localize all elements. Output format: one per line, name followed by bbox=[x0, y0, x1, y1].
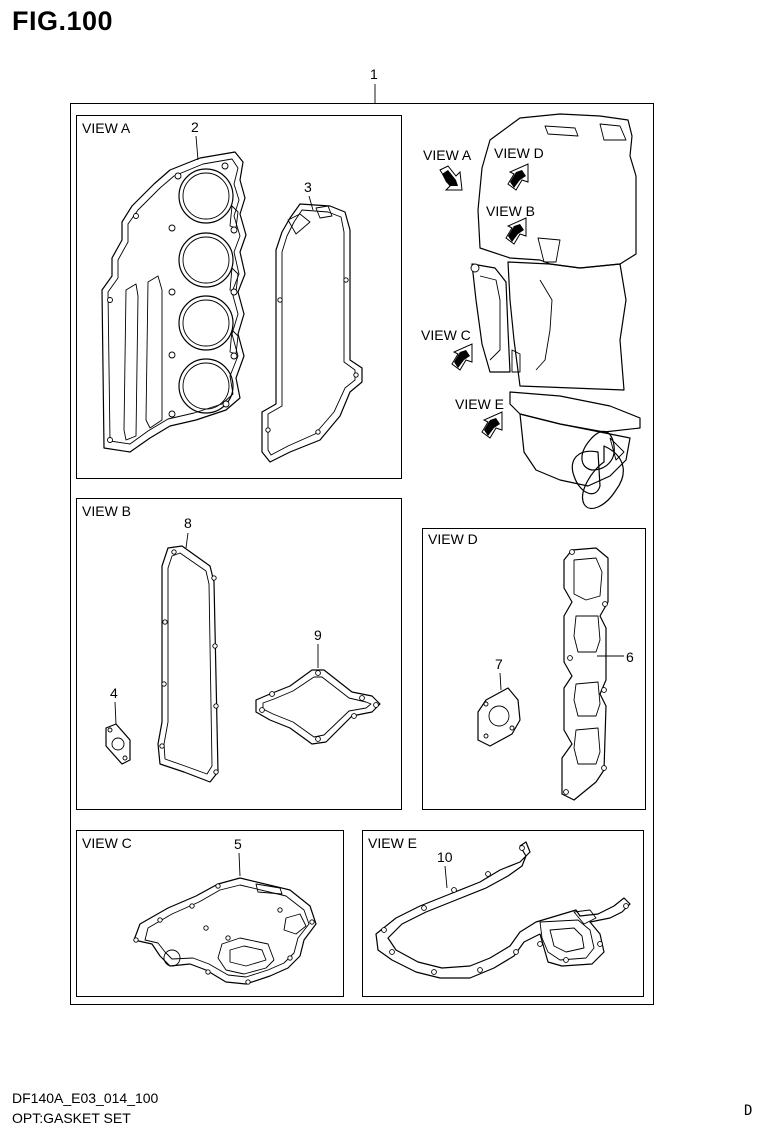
footer-page-letter: D bbox=[744, 1103, 753, 1119]
callout-7: 7 bbox=[495, 656, 503, 672]
panel-view-b-label: VIEW B bbox=[82, 503, 132, 519]
footer-diagram-name: OPT:GASKET SET bbox=[12, 1110, 131, 1126]
panel-view-a-label: VIEW A bbox=[82, 120, 131, 136]
callout-1: 1 bbox=[370, 66, 378, 82]
engine-label-view-d: VIEW D bbox=[494, 145, 544, 161]
engine-label-view-c: VIEW C bbox=[421, 327, 471, 343]
panel-view-c: VIEW C bbox=[76, 830, 344, 997]
engine-label-view-e: VIEW E bbox=[455, 396, 505, 412]
callout-2: 2 bbox=[191, 119, 199, 135]
arrow-view-a bbox=[439, 165, 463, 191]
callout-3: 3 bbox=[304, 179, 312, 195]
callout-10: 10 bbox=[437, 849, 453, 865]
panel-view-e-label: VIEW E bbox=[368, 835, 418, 851]
engine-label-view-a: VIEW A bbox=[423, 147, 472, 163]
arrow-view-b bbox=[505, 217, 527, 245]
panel-view-d-label: VIEW D bbox=[428, 531, 478, 547]
arrow-view-c bbox=[451, 343, 473, 371]
callout-8: 8 bbox=[184, 515, 192, 531]
arrow-view-e bbox=[481, 411, 503, 439]
panel-view-d: VIEW D bbox=[422, 528, 646, 810]
panel-view-c-label: VIEW C bbox=[82, 835, 132, 851]
gasket-set-frame bbox=[70, 103, 654, 1005]
callout-4: 4 bbox=[110, 685, 118, 701]
callout-9: 9 bbox=[314, 627, 322, 643]
arrow-view-d bbox=[507, 163, 529, 191]
callout-5: 5 bbox=[234, 836, 242, 852]
footer-diagram-code: DF140A_E03_014_100 bbox=[12, 1090, 159, 1106]
callout-6: 6 bbox=[626, 649, 634, 665]
figure-title: FIG.100 bbox=[12, 6, 114, 36]
engine-label-view-b: VIEW B bbox=[486, 203, 536, 219]
